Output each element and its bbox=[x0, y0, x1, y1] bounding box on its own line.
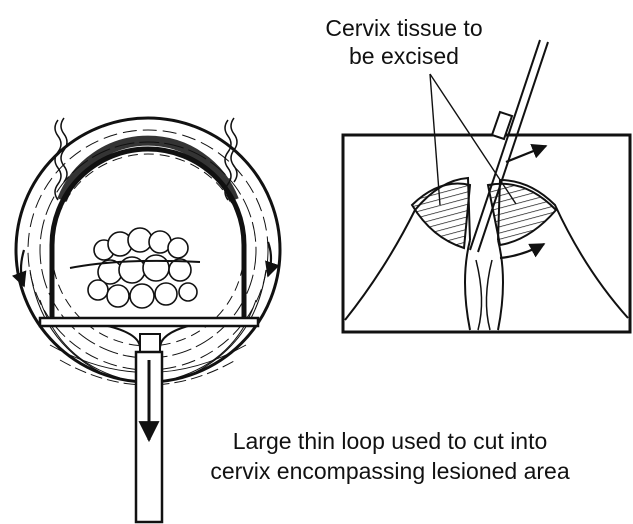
cervix-cross-section bbox=[343, 40, 630, 332]
loop-base-bar bbox=[40, 318, 258, 326]
loop-handle bbox=[136, 334, 162, 522]
loop-label-line2: cervix encompassing lesioned area bbox=[160, 456, 620, 486]
arrow-left-down bbox=[21, 250, 24, 286]
lesion-cluster bbox=[88, 228, 197, 308]
tissue-callout: Cervix tissue to be excised bbox=[292, 14, 516, 70]
tissue-label-line2: be excised bbox=[292, 42, 516, 70]
tissue-label-line1: Cervix tissue to bbox=[292, 14, 516, 42]
loop-label-line1: Large thin loop used to cut into bbox=[160, 426, 620, 456]
loop-callout: Large thin loop used to cut into cervix … bbox=[160, 426, 620, 486]
